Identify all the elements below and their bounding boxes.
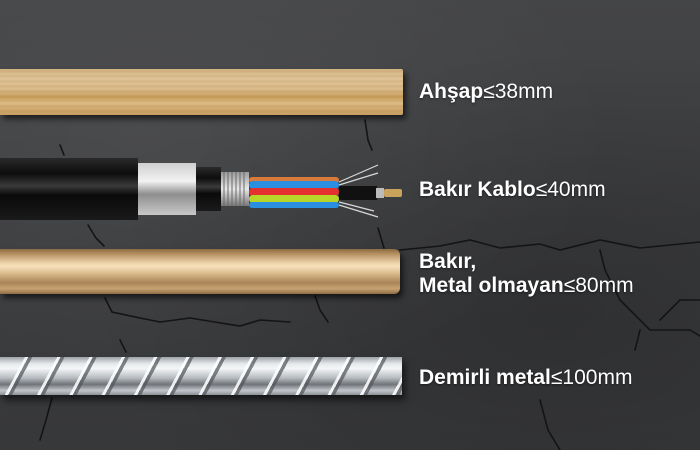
label-copper-cable: Bakır Kablo≤40mm [419, 178, 606, 202]
wooden-stick [0, 69, 403, 115]
steel-rebar [0, 357, 402, 395]
label-ferrous-metal: Demirli metal≤100mm [419, 366, 632, 390]
material-name-line1: Bakır, [419, 250, 477, 273]
depth-value: ≤38mm [483, 80, 554, 103]
depth-value: ≤100mm [550, 366, 633, 389]
label-non-metal: Bakır, Metal olmayan≤80mm [419, 250, 634, 298]
material-name: Demirli metal [419, 366, 551, 389]
armored-cable [0, 158, 402, 220]
label-wood: Ahşap≤38mm [419, 80, 553, 104]
depth-value: ≤40mm [535, 178, 606, 201]
depth-value: ≤80mm [563, 274, 634, 297]
material-name: Bakır Kablo [419, 178, 536, 201]
material-name: Metal olmayan [419, 274, 564, 297]
material-name: Ahşap [419, 80, 484, 103]
copper-pipe [0, 249, 400, 294]
